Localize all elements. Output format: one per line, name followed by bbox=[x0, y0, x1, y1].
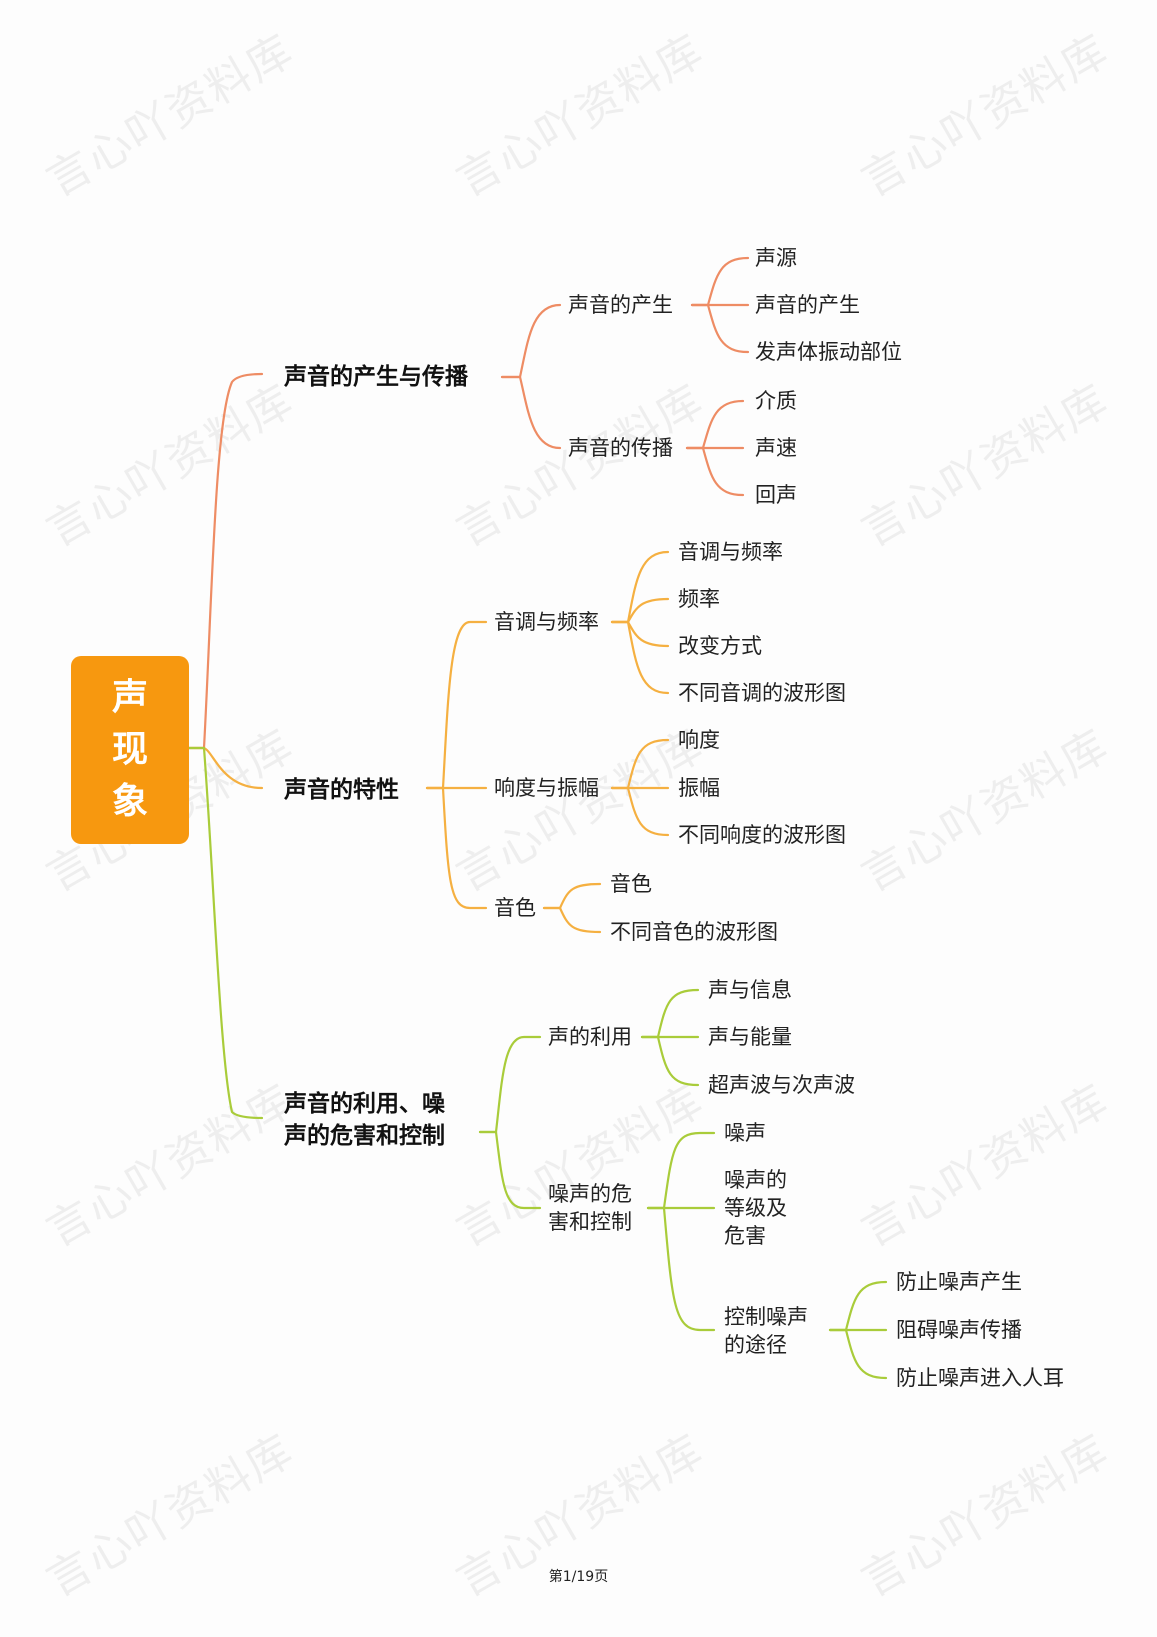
leaf-node[interactable]: 防止噪声进入人耳 bbox=[896, 1366, 1064, 1390]
leaf-node[interactable]: 超声波与次声波 bbox=[708, 1073, 855, 1097]
leaf-node[interactable]: 阻碍噪声传播 bbox=[896, 1318, 1022, 1342]
leaf-line: 等级及 bbox=[724, 1196, 787, 1220]
topic-line: 声的危害和控制 bbox=[284, 1123, 445, 1149]
topic-line: 声音的利用、噪 bbox=[284, 1091, 445, 1117]
leaf-node[interactable]: 频率 bbox=[678, 587, 720, 611]
leaf-node[interactable]: 声速 bbox=[755, 436, 797, 460]
leaf-node[interactable]: 发声体振动部位 bbox=[755, 340, 902, 364]
leaf-node[interactable]: 音调与频率 bbox=[678, 540, 783, 564]
leaf-node[interactable]: 介质 bbox=[755, 389, 797, 413]
leaf-node[interactable]: 改变方式 bbox=[678, 634, 762, 658]
subtopic-pitch-frequency[interactable]: 音调与频率 bbox=[494, 610, 599, 634]
leaf-line: 噪声的 bbox=[724, 1168, 787, 1192]
subtopic-sound-propagation[interactable]: 声音的传播 bbox=[568, 436, 673, 460]
root-char: 现 bbox=[111, 729, 148, 770]
root-char: 声 bbox=[111, 677, 148, 718]
subtopic-line: 噪声的危 bbox=[548, 1182, 632, 1206]
topic-sound-production-propagation[interactable]: 声音的产生与传播 bbox=[284, 364, 468, 390]
leaf-node[interactable]: 声与能量 bbox=[708, 1025, 792, 1049]
page-number: 第1/19页 bbox=[548, 1569, 609, 1585]
leaf-node[interactable]: 声源 bbox=[755, 246, 797, 270]
leaf-node[interactable]: 不同音调的波形图 bbox=[678, 681, 846, 705]
subtopic-noise-control-ways[interactable]: 控制噪声 的途径 bbox=[724, 1303, 824, 1359]
leaf-node[interactable]: 音色 bbox=[610, 872, 652, 896]
root-node[interactable]: 声 现 象 bbox=[71, 656, 189, 844]
subtopic-loudness-amplitude[interactable]: 响度与振幅 bbox=[494, 776, 599, 800]
subtopic-sound-production[interactable]: 声音的产生 bbox=[568, 293, 673, 317]
subtopic-line: 的途径 bbox=[724, 1333, 787, 1357]
topic-sound-use-noise[interactable]: 声音的利用、噪 声的危害和控制 bbox=[284, 1088, 474, 1152]
leaf-node[interactable]: 防止噪声产生 bbox=[896, 1270, 1022, 1294]
leaf-node[interactable]: 不同音色的波形图 bbox=[610, 920, 778, 944]
subtopic-timbre[interactable]: 音色 bbox=[494, 896, 536, 920]
subtopic-line: 控制噪声 bbox=[724, 1305, 808, 1329]
leaf-node[interactable]: 振幅 bbox=[678, 776, 720, 800]
leaf-line: 危害 bbox=[724, 1224, 766, 1248]
subtopic-line: 害和控制 bbox=[548, 1210, 632, 1234]
leaf-node[interactable]: 响度 bbox=[678, 728, 720, 752]
leaf-node[interactable]: 不同响度的波形图 bbox=[678, 823, 846, 847]
subtopic-sound-use[interactable]: 声的利用 bbox=[548, 1025, 632, 1049]
leaf-noise-level-hazard[interactable]: 噪声的 等级及 危害 bbox=[724, 1166, 804, 1250]
leaf-node[interactable]: 声音的产生 bbox=[755, 293, 860, 317]
root-char: 象 bbox=[111, 781, 148, 822]
leaf-node[interactable]: 声与信息 bbox=[708, 978, 792, 1002]
topic-sound-characteristics[interactable]: 声音的特性 bbox=[284, 777, 399, 803]
subtopic-noise-hazard-control[interactable]: 噪声的危 害和控制 bbox=[548, 1180, 648, 1236]
leaf-node[interactable]: 回声 bbox=[755, 483, 797, 507]
leaf-node[interactable]: 噪声 bbox=[724, 1121, 766, 1145]
